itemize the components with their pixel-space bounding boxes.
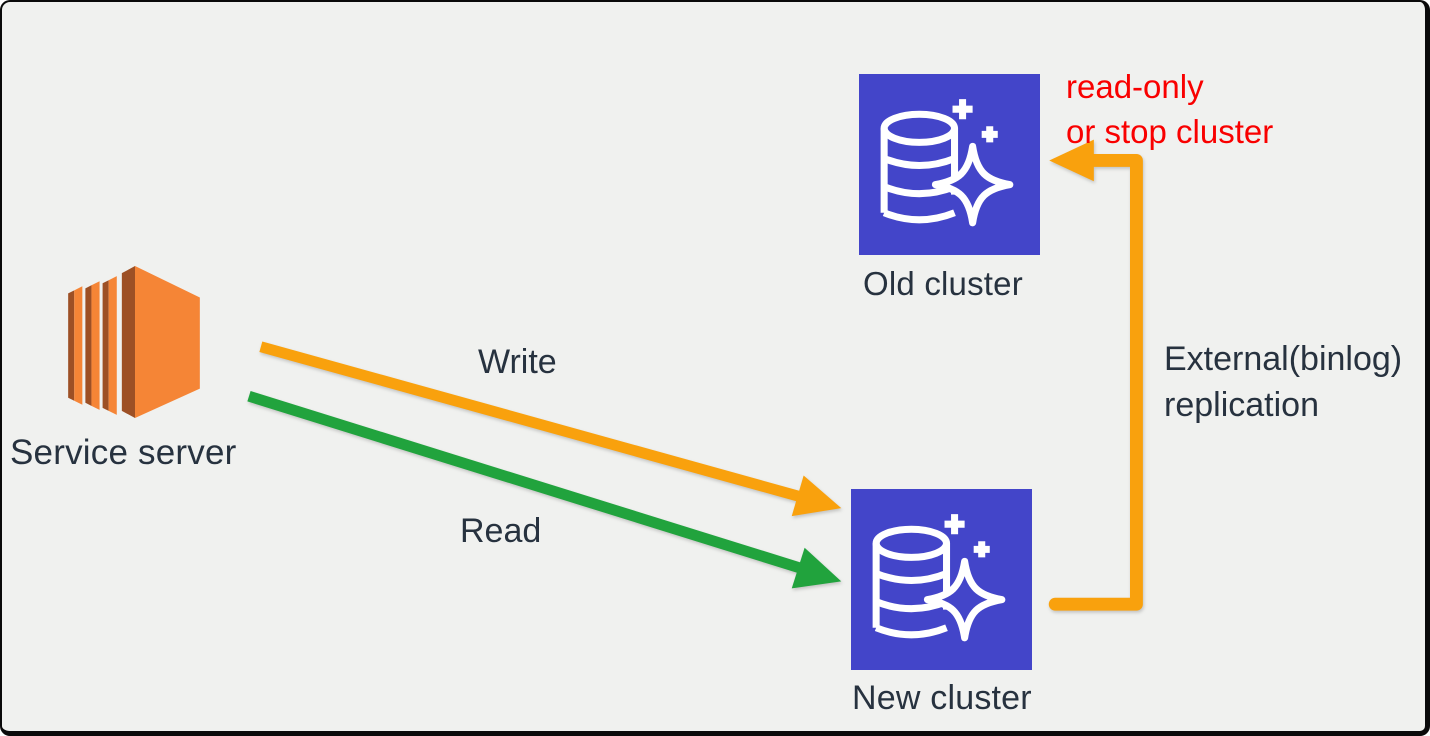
write-edge-label: Write <box>478 343 557 381</box>
read-arrow <box>247 391 842 589</box>
ec2-server-icon <box>68 266 200 418</box>
replication-label-line1: External(binlog) <box>1164 340 1403 378</box>
replication-arrow <box>1048 139 1143 611</box>
aurora-database-icon-old <box>859 74 1040 255</box>
old-cluster-label: Old cluster <box>863 265 1023 302</box>
old-cluster-note-line2: or stop cluster <box>1066 113 1274 150</box>
old-cluster-note-line1: read-only <box>1066 68 1204 105</box>
read-edge-label: Read <box>460 512 542 550</box>
old-cluster-note: read-only or stop cluster <box>1066 64 1273 154</box>
aurora-database-icon-new <box>851 489 1032 670</box>
replication-label-line2: replication <box>1164 386 1319 424</box>
replication-edge-label: External(binlog) replication <box>1164 336 1402 428</box>
new-cluster-label: New cluster <box>852 679 1032 717</box>
service-server-label: Service server <box>10 433 237 472</box>
